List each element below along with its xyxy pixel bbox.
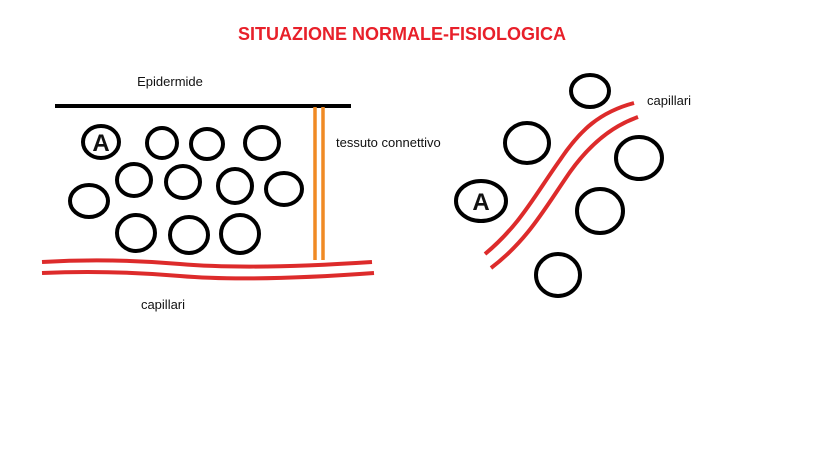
cell xyxy=(115,213,157,253)
capillaries-label-left: capillari xyxy=(141,297,185,312)
right-panel: A capillari xyxy=(454,73,691,298)
cell xyxy=(164,164,202,200)
cell xyxy=(115,162,153,198)
cell-marker-a-right: A xyxy=(472,189,489,216)
cell xyxy=(569,73,611,109)
cell-group-left xyxy=(68,124,304,255)
cell xyxy=(534,252,582,298)
cell xyxy=(614,135,664,181)
capillary-line xyxy=(41,258,373,269)
cell xyxy=(189,127,225,161)
connective-tissue-label: tessuto connettivo xyxy=(336,135,441,150)
cell-a xyxy=(81,124,121,160)
epidermis-label: Epidermide xyxy=(137,74,203,89)
cell xyxy=(145,126,179,160)
cell xyxy=(243,125,281,161)
left-panel: Epidermide tessuto connettivo A capillar… xyxy=(41,74,441,312)
capillary-line xyxy=(483,101,635,256)
diagram-title: SITUAZIONE NORMALE-FISIOLOGICA xyxy=(238,24,566,44)
cell xyxy=(216,167,254,205)
capillary-line xyxy=(41,270,375,281)
cell-a xyxy=(454,179,508,223)
capillaries-label-right: capillari xyxy=(647,93,691,108)
cell xyxy=(219,213,261,255)
cell xyxy=(503,121,551,165)
cell xyxy=(168,215,210,255)
cell xyxy=(264,171,304,207)
cell-group-right xyxy=(454,73,664,298)
cell xyxy=(68,183,110,219)
capillary-line xyxy=(489,115,639,270)
cell xyxy=(575,187,625,235)
cell-marker-a-left: A xyxy=(92,130,109,157)
